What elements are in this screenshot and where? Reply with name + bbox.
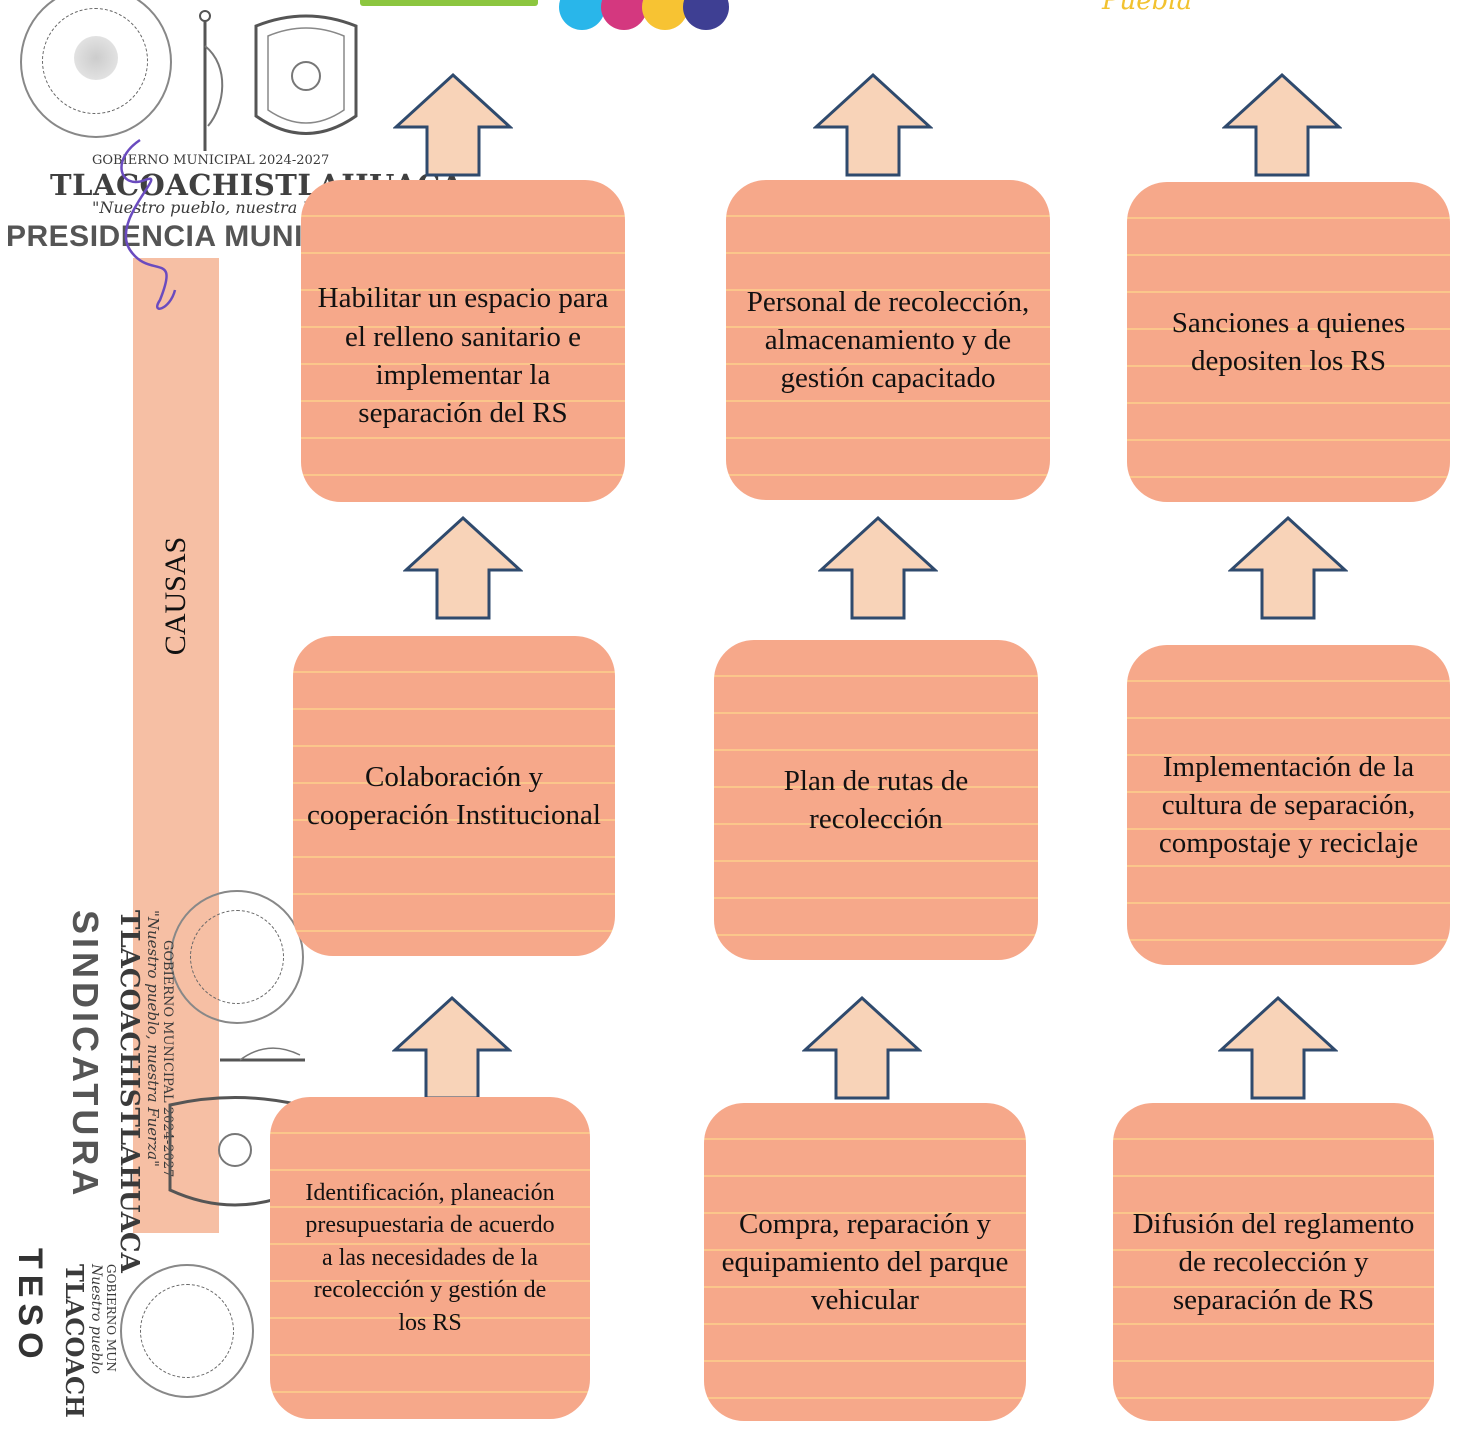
tesoreria-stamp: TESO TLACOACH Nuestro pueblo GOBIERNO MU… — [0, 1240, 254, 1429]
bottom-box-compra-vehicular: Compra, reparación y equipamiento del pa… — [704, 1103, 1026, 1421]
middle-box-cultura-separacion: Implementación de la cultura de separaci… — [1127, 645, 1450, 965]
national-seal-icon — [20, 0, 172, 138]
presidencia-motto: "Nuestro pueblo, nuestra Fuerza" — [92, 198, 367, 217]
header-dot-yellow — [642, 0, 688, 30]
header-corner-word: Puebla — [1102, 0, 1193, 16]
up-arrow-icon — [802, 995, 922, 1100]
header-dot-navy — [683, 0, 729, 30]
middle-box-plan-rutas: Plan de rutas de recolección — [714, 640, 1038, 960]
up-arrow-icon — [392, 995, 512, 1100]
sindicatura-municipality: TLACOACHISTLAHUACA — [114, 910, 144, 1273]
top-box-personal-capacitado: Personal de recolección, almacenamiento … — [726, 180, 1050, 500]
tesoreria-gov-line: GOBIERNO MUN — [104, 1264, 118, 1372]
causas-label: CAUSAS — [159, 536, 192, 655]
sindicatura-stamp: SINDICATURA TLACOACHISTLAHUACA "Nuestro … — [60, 880, 310, 1273]
header-accent-line — [360, 0, 538, 6]
bottom-box-difusion-reglamento: Difusión del reglamento de recolección y… — [1113, 1103, 1434, 1421]
bottom-box-identificacion: Identificación, planeación presupuestari… — [270, 1097, 590, 1419]
top-box-sanciones: Sanciones a quienes depositen los RS — [1127, 182, 1450, 502]
staff-icon — [220, 1047, 305, 1062]
up-arrow-icon — [393, 72, 513, 177]
top-box-relleno-sanitario: Habilitar un espacio para el relleno san… — [301, 180, 625, 502]
up-arrow-icon — [813, 72, 933, 177]
up-arrow-icon — [1218, 995, 1338, 1100]
national-seal-icon — [120, 1264, 254, 1398]
tesoreria-title: TESO — [11, 1248, 49, 1365]
municipal-seal-icon — [254, 14, 358, 135]
middle-box-colaboracion: Colaboración y cooperación Institucional — [293, 636, 615, 956]
national-seal-icon — [170, 890, 304, 1024]
presidencia-gov-line: GOBIERNO MUNICIPAL 2024-2027 — [92, 153, 330, 168]
tesoreria-municipality: TLACOACH — [60, 1264, 89, 1418]
staff-icon — [199, 10, 224, 151]
causas-side-bar: CAUSAS — [133, 258, 219, 1233]
sindicatura-title: SINDICATURA — [65, 910, 106, 1200]
up-arrow-icon — [818, 515, 938, 620]
sindicatura-motto: "Nuestro pueblo, nuestra Fuerza" — [144, 910, 162, 1168]
signature-scribble-icon — [120, 138, 177, 310]
header-dot-cyan — [559, 0, 605, 30]
tesoreria-motto: Nuestro pueblo — [88, 1264, 104, 1375]
up-arrow-icon — [403, 515, 523, 620]
header-dot-magenta — [601, 0, 647, 30]
up-arrow-icon — [1222, 72, 1342, 177]
up-arrow-icon — [1228, 515, 1348, 620]
